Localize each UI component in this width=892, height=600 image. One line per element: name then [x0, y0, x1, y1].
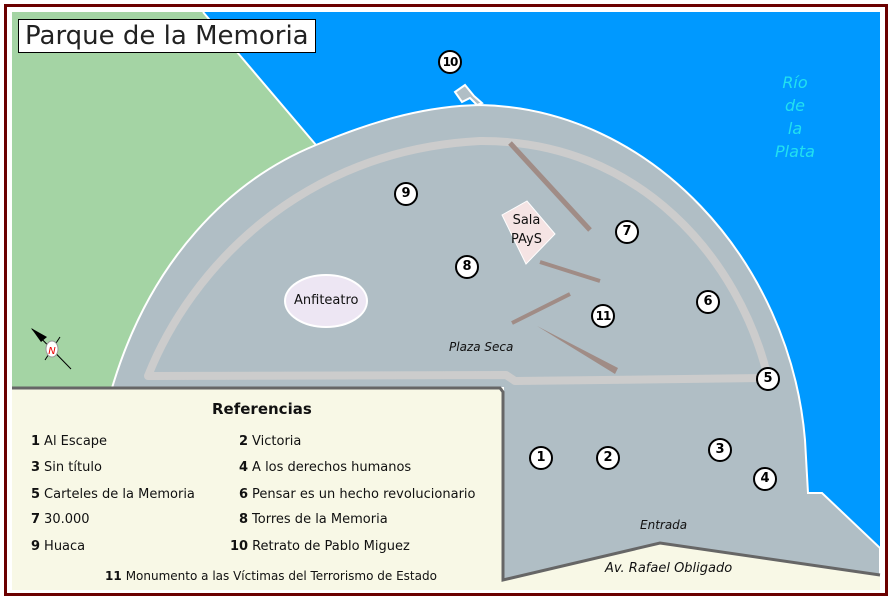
legend-area	[12, 388, 503, 590]
legend-item-number: 9	[31, 539, 41, 554]
avenue-area	[503, 543, 880, 590]
entrance-label: Entrada	[640, 518, 688, 532]
legend-item-name: Carteles de la Memoria	[44, 487, 195, 502]
marker-6[interactable]: 6	[696, 290, 720, 314]
compass-icon: N	[31, 328, 72, 370]
avenue-label: Av. Rafael Obligado	[605, 561, 733, 576]
marker-7[interactable]: 7	[615, 220, 639, 244]
marker-8[interactable]: 8	[455, 255, 479, 279]
legend-item-number: 7	[31, 512, 41, 527]
legend-item-name: Victoria	[252, 434, 302, 449]
legend-item-number: 4	[239, 460, 249, 475]
legend-item-name: Pensar es un hecho revolucionario	[252, 487, 476, 502]
marker-10[interactable]: 10	[438, 50, 462, 74]
legend-item-number: 10	[230, 539, 249, 554]
park-boundary	[12, 386, 881, 582]
legend-item-number: 3	[31, 460, 41, 475]
pier	[453, 83, 484, 107]
legend-item-number: 11	[105, 569, 122, 583]
river-label: Río de la Plata	[760, 71, 830, 163]
legend-item-name: Al Escape	[44, 434, 108, 449]
svg-text:N: N	[48, 346, 56, 357]
river-label-line: la	[787, 119, 803, 138]
map-title: Parque de la Memoria	[18, 19, 316, 53]
legend-item-name: Monumento a las Víctimas del Terrorismo …	[125, 569, 437, 583]
walking-path	[144, 136, 772, 385]
legend-item-name: Huaca	[44, 539, 86, 554]
legend-item-name: A los derechos humanos	[252, 460, 412, 475]
river-label-line: Río	[782, 73, 808, 92]
marker-4[interactable]: 4	[753, 467, 777, 491]
sala-pays-label: Sala PAyS	[511, 211, 542, 249]
legend-title: Referencias	[212, 400, 312, 418]
amphitheater-label: Anfiteatro	[294, 293, 359, 308]
legend-item-name: Torres de la Memoria	[252, 512, 388, 527]
legend-item-name: 30.000	[44, 512, 90, 527]
river-label-line: de	[785, 96, 805, 115]
sculpture-wall	[511, 292, 571, 325]
marker-11[interactable]: 11	[591, 304, 615, 328]
sala-pays-label-line: PAyS	[511, 232, 542, 247]
marker-2[interactable]: 2	[596, 446, 620, 470]
legend-item-number: 2	[239, 434, 249, 449]
sculpture-wall	[539, 260, 601, 283]
legend-item-number: 1	[31, 434, 41, 449]
legend-item-number: 5	[31, 487, 41, 502]
sala-pays-building	[501, 200, 556, 265]
marker-9[interactable]: 9	[394, 182, 418, 206]
legend-item-number: 6	[239, 487, 249, 502]
legend-item-name: Retrato de Pablo Miguez	[252, 539, 410, 554]
sala-pays-label-line: Sala	[512, 213, 541, 228]
legend-item-name: Sin título	[44, 460, 102, 475]
green-area	[12, 12, 316, 388]
plaza-seca-label: Plaza Seca	[449, 340, 514, 354]
amphitheater	[284, 274, 368, 328]
marker-3[interactable]: 3	[708, 438, 732, 462]
legend-item-number: 8	[239, 512, 249, 527]
sculpture-wall	[508, 141, 592, 232]
river-label-line: Plata	[775, 142, 815, 161]
marker-1[interactable]: 1	[529, 446, 553, 470]
sculpture-wall	[537, 326, 618, 374]
marker-5[interactable]: 5	[756, 367, 780, 391]
